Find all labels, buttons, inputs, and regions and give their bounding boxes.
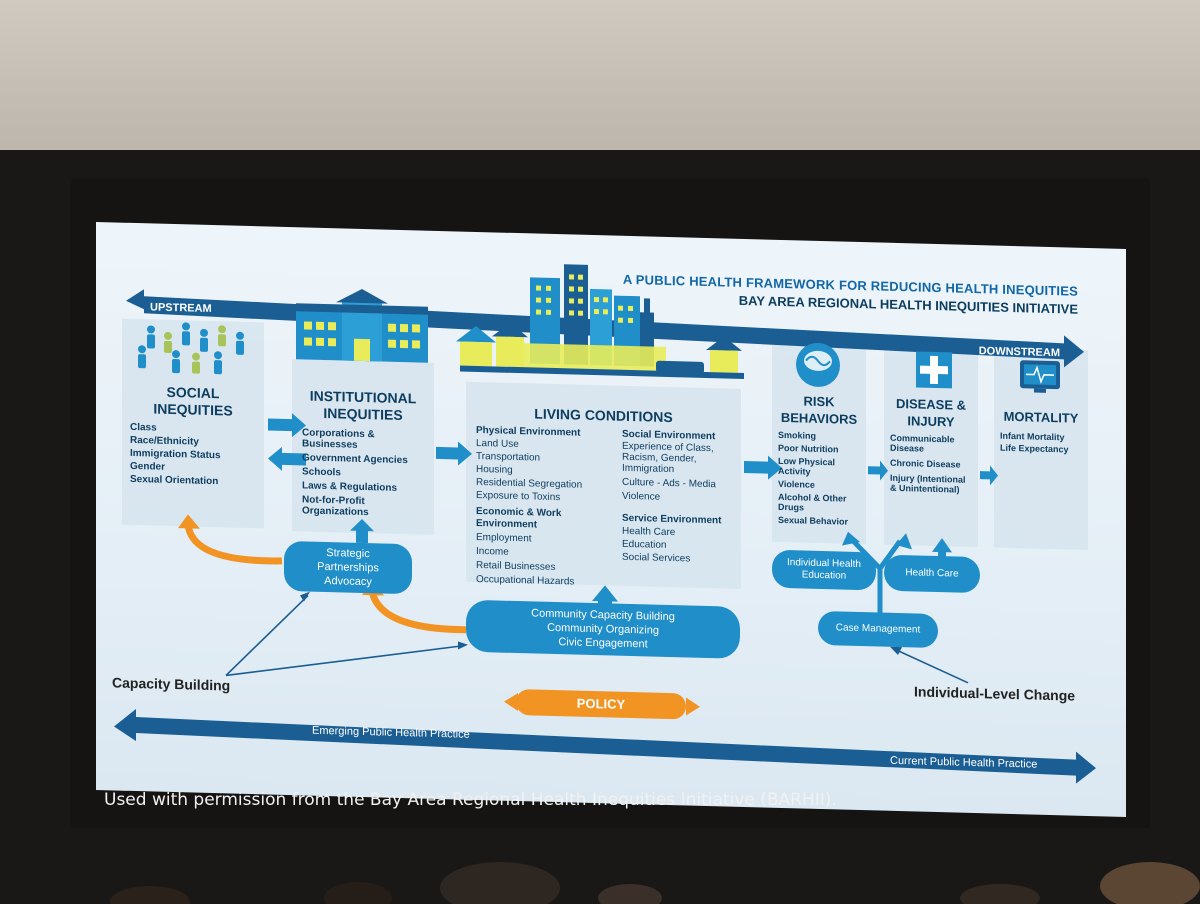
city-skyline-icon: [456, 264, 744, 379]
capacity-building-pointers: [225, 594, 969, 684]
individual-health-education-oval: Individual Health Education: [772, 549, 876, 591]
practice-arrow: [114, 709, 1096, 784]
disease-injury-list: Communicable Disease Chronic Disease Inj…: [890, 432, 966, 495]
policy-label: POLICY: [516, 688, 686, 720]
downstream-label: DOWNSTREAM: [978, 345, 1060, 360]
heart-monitor-icon: [1020, 360, 1060, 393]
economic-environment-list: Economic & Work Environment Employment I…: [476, 505, 575, 588]
audience-heads: [110, 862, 1200, 904]
slide: A PUBLIC HEALTH FRAMEWORK FOR REDUCING H…: [96, 222, 1126, 817]
strategic-partnerships-oval: Strategic Partnerships Advocacy: [284, 540, 412, 595]
people-icon: [138, 322, 244, 375]
school-building-icon: [296, 288, 428, 363]
orange-feedback-arrows: [184, 523, 467, 634]
social-inequities-title: SOCIAL INEQUITIES: [153, 383, 233, 419]
attribution-caption: Used with permission from the Bay Area R…: [104, 790, 837, 810]
upstream-label: UPSTREAM: [150, 301, 212, 316]
physical-environment-list: Physical Environment Land Use Transporta…: [476, 424, 583, 504]
diagram-graphics: [114, 264, 1096, 784]
case-management-oval: Case Management: [818, 610, 938, 649]
room-wall: [0, 0, 1200, 150]
social-inequities-list: Class Race/Ethnicity Immigration Status …: [130, 421, 221, 488]
disease-injury-title: DISEASE & INJURY: [895, 395, 967, 430]
capacity-building-label: Capacity Building: [112, 674, 231, 694]
social-environment-list: Social Environment Experience of Class, …: [622, 428, 716, 503]
medical-star-icon: [916, 351, 952, 389]
connector-arrows: [268, 413, 998, 630]
community-capacity-oval: Community Capacity Building Community Or…: [466, 599, 740, 659]
institutional-inequities-list: Corporations & Businesses Government Age…: [302, 427, 408, 519]
brain-icon: [796, 342, 840, 387]
mortality-title: MORTALITY: [1003, 408, 1079, 426]
institutional-inequities-title: INSTITUTIONAL INEQUITIES: [309, 387, 417, 424]
health-care-oval: Health Care: [884, 554, 980, 594]
risk-behaviors-list: Smoking Poor Nutrition Low Physical Acti…: [778, 429, 849, 527]
mortality-list: Infant Mortality Life Expectancy: [1000, 430, 1069, 455]
risk-behaviors-title: RISK BEHAVIORS: [780, 393, 858, 427]
service-environment-list: Service Environment Health Care Educatio…: [622, 512, 722, 565]
